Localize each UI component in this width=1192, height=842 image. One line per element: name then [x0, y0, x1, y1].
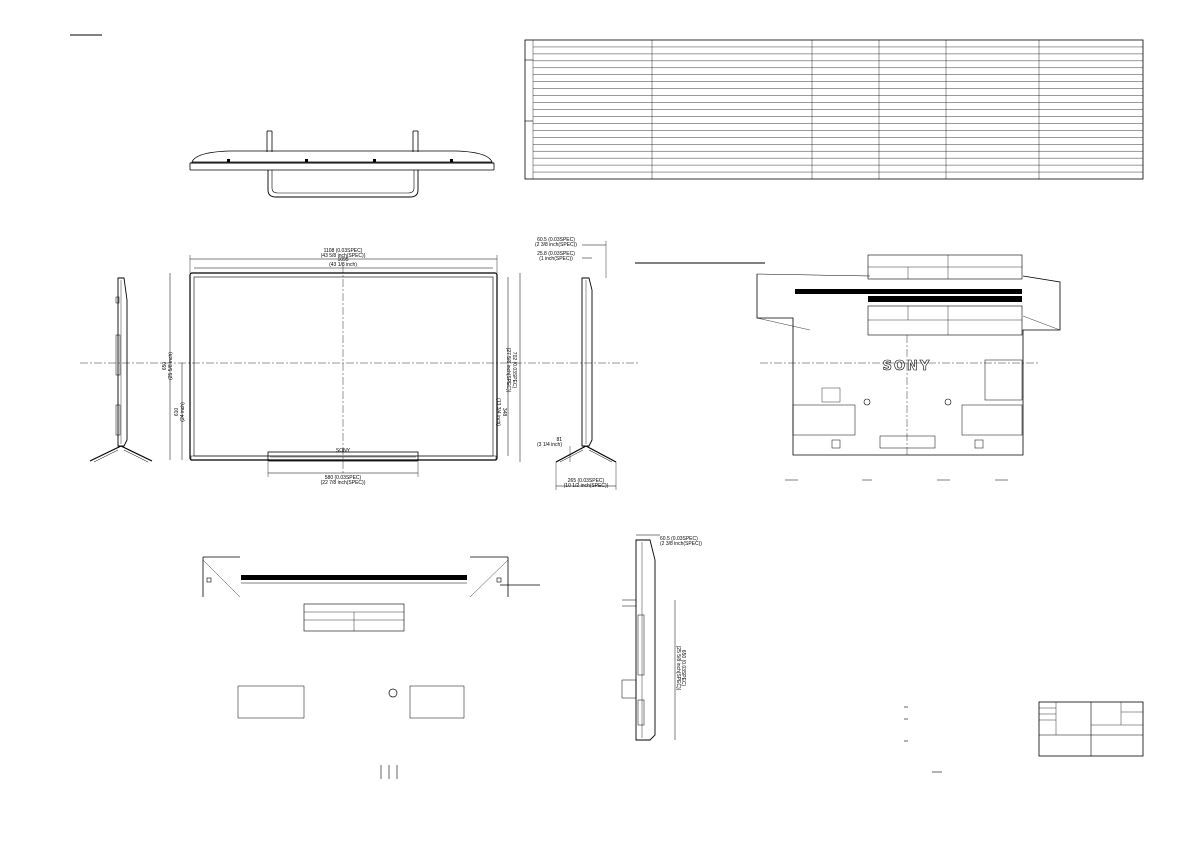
dim-stand-depth-mm: 265 (0.03SPEC) [568, 478, 605, 484]
title-block [1038, 701, 1144, 757]
dim-stand-depth-inch: (10 1/2 inch(SPEC)) [564, 483, 609, 489]
dim-depth-panel-inch: (1 inch(SPEC)) [539, 256, 573, 262]
dim-screen-width-mm: 1095 [337, 257, 348, 263]
dim-stand-width-mm: 580 (0.03SPEC) [325, 475, 362, 481]
dim-depth-top-mm: 60.5 (0.03SPEC) [537, 237, 575, 243]
left-side-view [89, 277, 153, 463]
right-side-view: 60.5 (0.03SPEC) (2 3/8 inch(SPEC)) 25.8 … [535, 237, 617, 490]
section-dim-height-inch: (25 5/8 inch(SPEC)) [675, 646, 681, 691]
dim-depth-top-inch: (2 3/8 inch(SPEC)) [535, 242, 577, 248]
dim-base-height-mm: 81 [556, 437, 562, 443]
dim-overall-height: 650 [162, 362, 168, 371]
parts-table [524, 39, 1144, 180]
dim-base-height-inch: (3 1/4 inch) [537, 442, 562, 448]
dim-screen-height-inch: (24 inch) [180, 402, 186, 422]
wall-mount-section [202, 556, 540, 779]
notes [904, 706, 942, 773]
dim-overall-width-mm: 1108 (0.03SPEC) [324, 248, 363, 254]
section-dim-height: 650 (0.03SPEC) [680, 650, 686, 687]
front-view: SONY 1108 (0.03SPEC) (43 5/8 inch(SPEC))… [80, 248, 640, 486]
front-brand-logo: SONY [336, 448, 351, 454]
cross-section-view: 60.5 (0.03SPEC) (2 3/8 inch(SPEC)) 650 (… [621, 534, 702, 741]
top-view [189, 130, 495, 198]
dim-height-with-stand: 702 (0.03SPEC) [511, 352, 517, 389]
dim-overall-height-inch: (25 5/8 inch) [168, 352, 174, 380]
dim-overall-width-inch: (43 5/8 inch(SPEC)) [321, 253, 366, 259]
dim-height-with-stand-inch: (27 5/8 inch(SPEC)) [505, 348, 511, 393]
dim-screen-height: 610 [174, 408, 180, 417]
dim-screen-width-inch: (43 1/8 inch) [329, 262, 357, 268]
section-dim-depth-inch: (2 3/8 inch(SPEC)) [660, 541, 702, 547]
rear-view: SONY [635, 254, 1061, 481]
dim-depth-panel-mm: 25.8 (0.03SPEC) [537, 251, 575, 257]
dim-stand-width-inch: (22 7/8 inch(SPEC)) [321, 480, 366, 486]
dim-center-height-inch: (13 3/4 inch) [495, 398, 501, 426]
rear-brand-logo: SONY [883, 359, 932, 374]
dim-center-height: 348 [501, 408, 507, 417]
section-dim-depth-mm: 60.5 (0.03SPEC) [660, 536, 698, 542]
